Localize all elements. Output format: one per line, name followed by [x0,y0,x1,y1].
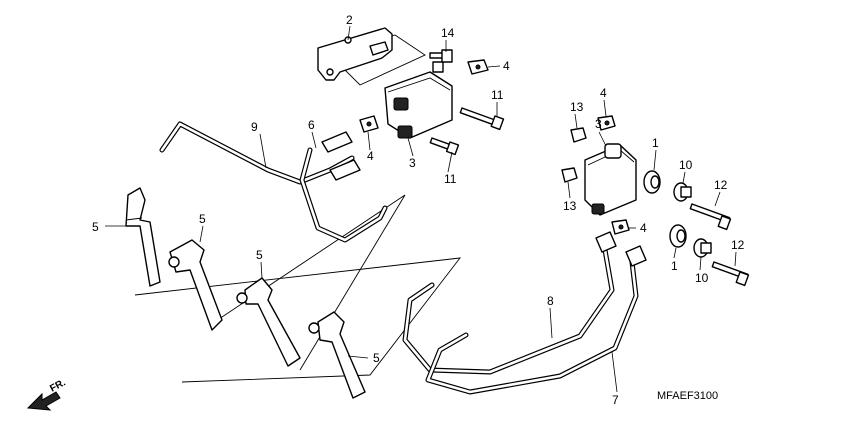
clip-nut-4-top [467,59,489,75]
callout-4: 4 [640,221,647,235]
callout-12: 12 [714,178,728,192]
callout-5: 5 [256,248,263,262]
callout-labels: 2 14 4 11 9 6 4 3 11 13 4 3 1 10 12 13 4… [92,13,745,407]
bolt-12-upper [689,203,732,231]
leader-lines [105,25,737,393]
callout-11: 11 [491,88,504,102]
callout-5: 5 [373,351,380,365]
plug-cap-5-b [168,239,223,331]
callout-4: 4 [367,149,374,163]
callout-13: 13 [570,100,584,114]
callout-10: 10 [679,158,693,172]
callout-3: 3 [595,117,602,131]
bolt-11-upper [459,107,505,131]
grommet-1-lower [669,224,687,248]
direction-label: FR. [48,377,68,394]
plug-cap-5-c [236,277,301,367]
callout-11: 11 [444,172,457,186]
plug-cap-5-a [125,187,161,287]
plug-cap-5-d [308,311,366,399]
callout-12: 12 [731,238,745,252]
callout-3: 3 [409,156,416,170]
front-direction-arrow: FR. [26,377,68,411]
lead-wire-8 [402,231,647,395]
clip-nut-4-right-top [597,115,616,131]
lower-ignition-coil [584,143,637,216]
grommet-1-upper [643,170,661,194]
nut-13-upper [570,127,587,143]
clip-nut-4-right-mid [611,219,630,235]
callout-14: 14 [441,26,455,40]
bolt-12-lower [711,261,750,287]
diagram-code: MFAEF3100 [657,390,718,402]
callout-5: 5 [92,220,99,234]
callout-2: 2 [346,13,353,27]
bolt-14 [429,49,453,63]
callout-1: 1 [652,136,659,150]
collar-10-lower [693,238,712,258]
upper-lead-wires [159,121,388,243]
clip-nut-4-mid [359,115,379,133]
collar-10-upper [673,182,692,202]
callout-5: 5 [199,212,206,226]
callout-4: 4 [503,59,510,73]
callout-13: 13 [563,199,577,213]
callout-9: 9 [251,120,258,134]
bolt-11-lower [429,137,460,156]
upper-ignition-coil [384,61,453,139]
nut-13-lower [561,167,578,183]
coil-bracket [317,27,393,81]
callout-8: 8 [547,294,554,308]
callout-7: 7 [612,393,619,407]
callout-4: 4 [600,86,607,100]
callout-6: 6 [308,118,315,132]
arrow-icon [26,391,61,411]
callout-10: 10 [695,271,709,285]
callout-1: 1 [671,259,678,273]
